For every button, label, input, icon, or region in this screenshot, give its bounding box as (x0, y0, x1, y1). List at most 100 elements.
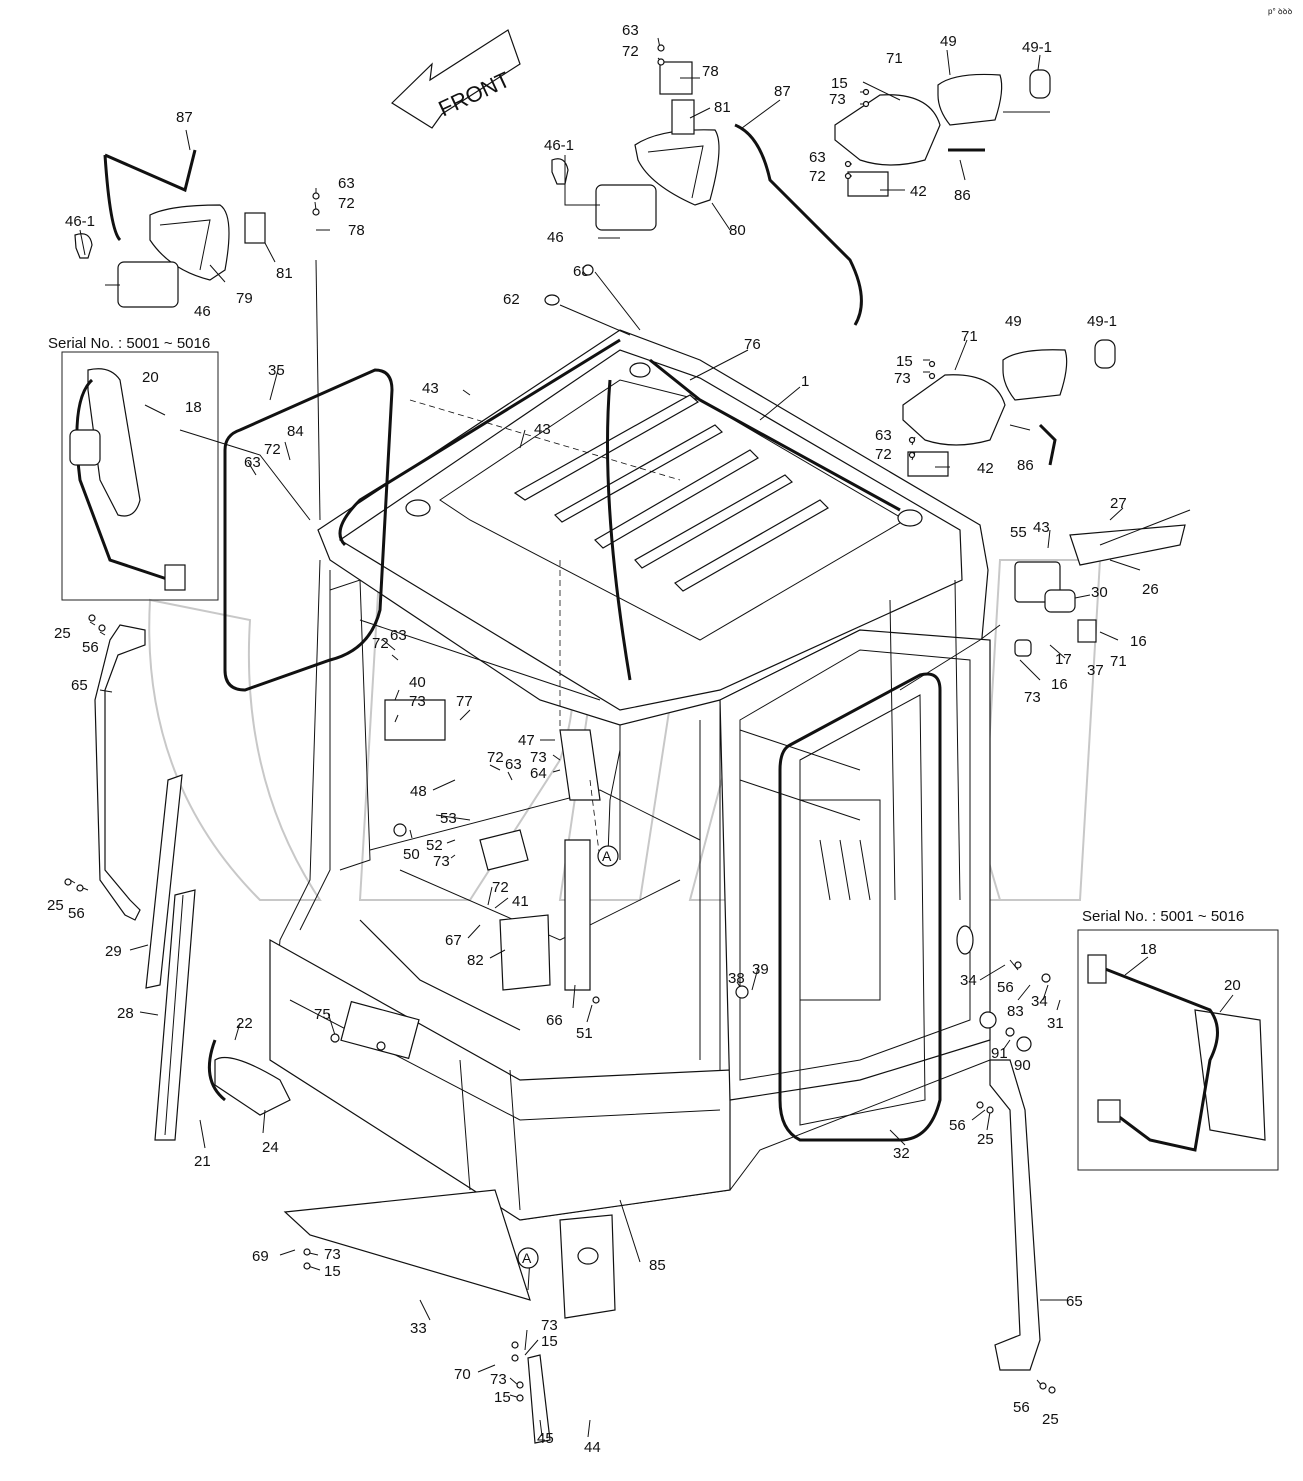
callout: 55 (1010, 524, 1027, 541)
callout: 49 (940, 33, 957, 50)
callout: 29 (105, 943, 122, 960)
callout: 43 (422, 380, 439, 397)
callout: 20 (1224, 977, 1241, 994)
callout: 32 (893, 1145, 910, 1162)
svg-text:A: A (602, 848, 612, 864)
corner-mark: p° ꝺꝺꝺ (1268, 7, 1292, 16)
callout: 16 (1051, 676, 1068, 693)
rear-wiper (1014, 509, 1191, 657)
callout: 73 (894, 370, 911, 387)
callout: 71 (886, 50, 903, 67)
callout: 39 (752, 961, 769, 978)
callout: 37 (1087, 662, 1104, 679)
callout: 25 (54, 625, 71, 642)
room-mirror (559, 1214, 616, 1319)
callout: 16 (1130, 633, 1147, 650)
work-light-upper (834, 69, 1051, 197)
callout: 47 (518, 732, 535, 749)
callout: 35 (268, 362, 285, 379)
marker-a-2: A (517, 1247, 539, 1269)
callout: 30 (1091, 584, 1108, 601)
callout: 15 (324, 1263, 341, 1280)
callout: 49 (1005, 313, 1022, 330)
callout: 79 (236, 290, 253, 307)
callout: 73 (433, 853, 450, 870)
callout: 73 (530, 749, 547, 766)
callout: 72 (372, 635, 389, 652)
part-number-labels: 63 72 78 81 80 87 71 49 49-1 15 73 63 72… (47, 22, 1241, 1456)
callout: 72 (338, 195, 355, 212)
callout: 34 (960, 972, 977, 989)
callout: 48 (410, 783, 427, 800)
callout: 44 (584, 1439, 601, 1456)
callout: 62 (503, 291, 520, 308)
callout: 63 (390, 627, 407, 644)
callout: 56 (997, 979, 1014, 996)
callout: 27 (1110, 495, 1127, 512)
callout: 86 (954, 187, 971, 204)
headlight-left (74, 149, 266, 308)
callout: 43 (534, 421, 551, 438)
marker-a-1: A (597, 845, 619, 867)
callout: 63 (809, 149, 826, 166)
callout: 72 (264, 441, 281, 458)
callout: 83 (1007, 1003, 1024, 1020)
callout: 72 (809, 168, 826, 185)
work-light-middle (902, 339, 1116, 477)
callout: 73 (324, 1246, 341, 1263)
callout: 15 (896, 353, 913, 370)
callout: 46 (547, 229, 564, 246)
callout: 63 (244, 454, 261, 471)
callout: 50 (403, 846, 420, 863)
callout: 33 (410, 1320, 427, 1337)
callout: 64 (530, 765, 547, 782)
callout: 15 (541, 1333, 558, 1350)
callout: 43 (1033, 519, 1050, 536)
callout: 24 (262, 1139, 279, 1156)
callout: 82 (467, 952, 484, 969)
callout: 22 (236, 1015, 253, 1032)
callout: 25 (977, 1131, 994, 1148)
callout: 45 (537, 1430, 554, 1447)
callout: 1 (801, 373, 809, 390)
callout: 73 (409, 693, 426, 710)
callout: 72 (492, 879, 509, 896)
callout: 67 (445, 932, 462, 949)
callout: 65 (71, 677, 88, 694)
callout: 56 (949, 1117, 966, 1134)
callout: 51 (576, 1025, 593, 1042)
callout: 20 (142, 369, 159, 386)
leader-lines (69, 37, 1234, 1438)
callout: 66 (546, 1012, 563, 1029)
callout: 72 (875, 446, 892, 463)
callout: 77 (456, 693, 473, 710)
callout: 69 (252, 1248, 269, 1265)
callout: 75 (314, 1006, 331, 1023)
callout: 18 (1140, 941, 1157, 958)
callout: 87 (176, 109, 193, 126)
callout: 70 (454, 1366, 471, 1383)
fasteners (64, 44, 1056, 1402)
callout: 78 (702, 63, 719, 80)
callout: 73 (541, 1317, 558, 1334)
callout: 72 (487, 749, 504, 766)
callout: 81 (276, 265, 293, 282)
callout: 15 (494, 1389, 511, 1406)
callout: 63 (622, 22, 639, 39)
callout: 73 (490, 1371, 507, 1388)
callout: 52 (426, 837, 443, 854)
callout: 15 (831, 75, 848, 92)
callout: 87 (774, 83, 791, 100)
callout: 46 (194, 303, 211, 320)
callout: 81 (714, 99, 731, 116)
cab-body (269, 399, 997, 1221)
callout: 28 (117, 1005, 134, 1022)
callout: 40 (409, 674, 426, 691)
callout: 42 (977, 460, 994, 477)
callout: 38 (728, 970, 745, 987)
callout: 84 (287, 423, 304, 440)
svg-text:A: A (522, 1250, 532, 1266)
handrail-left (94, 624, 146, 921)
